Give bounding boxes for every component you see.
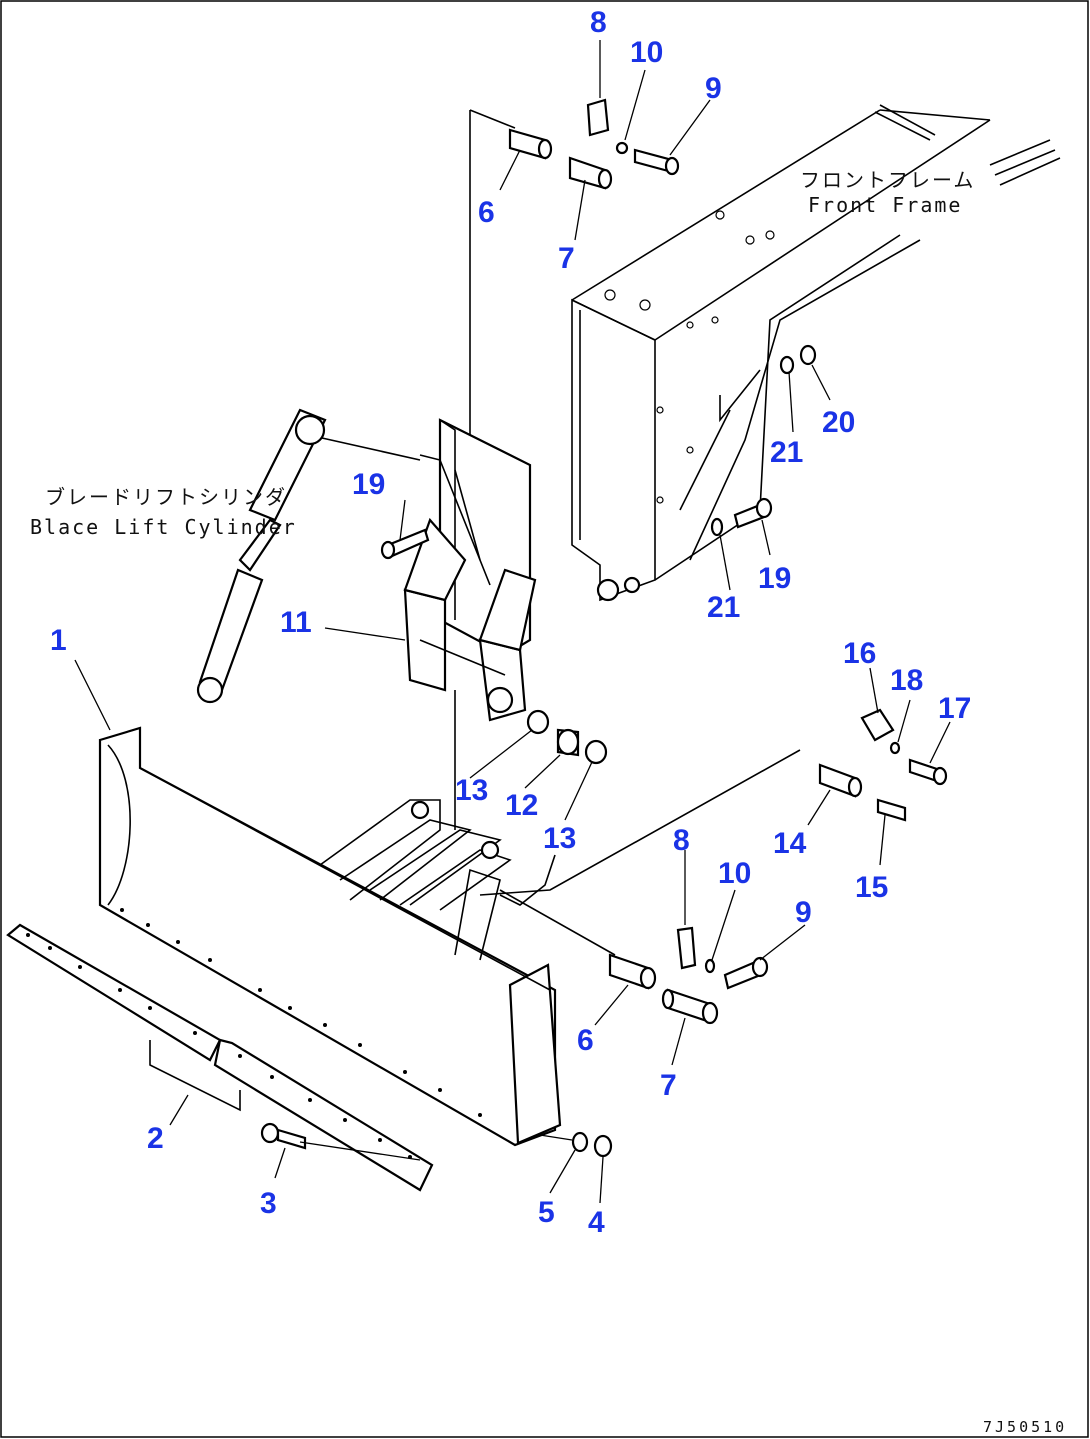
callout-6-top: 6	[478, 196, 495, 229]
callout-19-right: 19	[758, 562, 791, 595]
callout-21-lower: 21	[707, 591, 740, 624]
callout-3: 3	[260, 1187, 277, 1220]
lift-bracket-part	[403, 418, 537, 722]
callout-8-lower: 8	[673, 824, 690, 857]
front-frame-label-jp: フロントフレーム	[800, 168, 975, 192]
cutting-edge-part	[6, 923, 434, 1192]
callout-numbers: 8 10 9 6 7 20 21 19 19 21 11 1 16 18 17 …	[50, 6, 971, 1239]
callout-10-top: 10	[630, 36, 663, 69]
blade-part	[98, 726, 562, 1147]
callout-11: 11	[280, 606, 312, 639]
callout-4: 4	[588, 1206, 605, 1239]
right-pin-group	[818, 708, 948, 822]
blade-lift-cylinder-label-jp: ブレードリフトシリンダ	[45, 485, 287, 509]
annotations: フロントフレーム Front Frame ブレードリフトシリンダ Blace L…	[30, 168, 975, 539]
callout-16: 16	[843, 637, 876, 670]
callout-10-lower: 10	[718, 857, 751, 890]
callout-14: 14	[773, 827, 807, 860]
callout-9-top: 9	[705, 72, 722, 105]
blade-lift-cylinder-label-en: Blace Lift Cylinder	[30, 515, 297, 539]
callout-18: 18	[890, 664, 923, 697]
blade-lift-cylinder-part	[196, 408, 421, 704]
callout-13-right: 13	[543, 822, 576, 855]
callout-7-top: 7	[558, 242, 575, 275]
bushing-group	[454, 690, 608, 830]
callout-17: 17	[938, 692, 971, 725]
bolt-19-right	[710, 344, 817, 537]
callout-7-lower: 7	[660, 1069, 677, 1102]
front-frame-label-en: Front Frame	[808, 193, 962, 217]
callout-5: 5	[538, 1196, 555, 1229]
callout-21-upper: 21	[770, 436, 803, 469]
drawing-code: 7J50510	[983, 1418, 1067, 1436]
callout-8-top: 8	[590, 6, 607, 39]
callout-6-lower: 6	[577, 1024, 594, 1057]
callout-15: 15	[855, 871, 888, 904]
callout-19-left: 19	[352, 468, 385, 501]
lower-pin-group	[479, 749, 801, 1025]
callout-13-left: 13	[455, 774, 488, 807]
leader-lines	[74, 40, 951, 1204]
callout-9-lower: 9	[795, 896, 812, 929]
bolt-19-left	[380, 528, 430, 560]
nut-washer-group	[539, 1131, 613, 1158]
callout-1: 1	[50, 624, 67, 657]
callout-2: 2	[147, 1122, 164, 1155]
front-frame-part	[571, 104, 1061, 602]
callout-20: 20	[822, 406, 855, 439]
callout-12: 12	[505, 789, 538, 822]
